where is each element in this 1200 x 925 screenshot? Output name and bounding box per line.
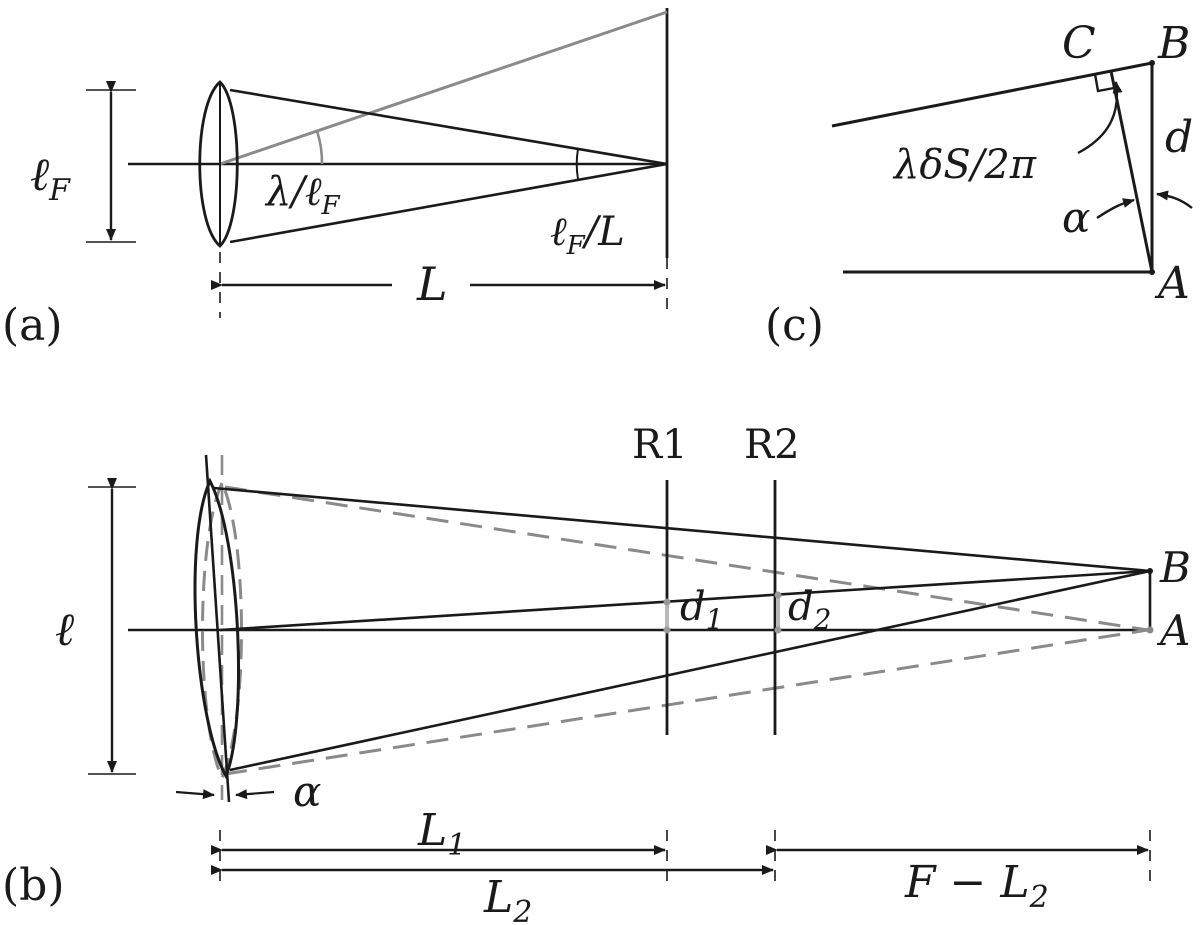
panel-c-point-c-label: C [1062, 18, 1096, 69]
panel-b-untilted-lower-ray [224, 628, 1149, 776]
panel-c: C B A d λδS/2π α (c) [765, 18, 1193, 351]
panel-c-side-arrow [1156, 190, 1193, 209]
panel-a-diffraction-ray [219, 10, 668, 166]
panel-b-l1-label: L1 [417, 805, 466, 863]
panel-c-angle-label: α [1062, 193, 1090, 242]
panel-b-d1-marker [663, 598, 671, 634]
panel-a-distance-dimension [211, 252, 668, 318]
panel-a-lens [198, 80, 239, 248]
panel-a-diffraction-angle-label: λ/ℓF [264, 169, 341, 221]
panel-c-path-label: λδS/2π [892, 142, 1037, 188]
panel-b-tilt-label: α [293, 767, 321, 816]
panel-b-lower-ray [229, 569, 1151, 772]
panel-b-point-b-dot [1147, 568, 1153, 574]
panel-b-chief-ray [219, 569, 1151, 632]
panel-b: ℓ R1 R2 [2, 422, 1191, 925]
panel-a-diffraction-angle-arc [315, 130, 324, 165]
panel-b-tilt-arrow-left [175, 789, 215, 800]
panel-b-remaining-label: F − L2 [904, 857, 1049, 915]
panel-a-lower-ray [229, 162, 668, 244]
panel-b-tilted-lens-axis [204, 454, 231, 803]
panel-c-point-b-dot [1149, 60, 1155, 66]
panel-a-focal-angle-label: ℓF/L [550, 209, 625, 261]
panel-c-point-b-label: B [1157, 18, 1190, 69]
panel-c-point-a-dot [1149, 269, 1155, 275]
panel-c-tag: (c) [765, 300, 824, 351]
panel-b-upper-ray [213, 486, 1151, 573]
panel-b-tilt-arrow-right [235, 789, 275, 800]
panel-a-aperture-label: ℓF [30, 147, 71, 208]
panel-b-untilted-lens [201, 479, 243, 782]
panel-b-d2-label: d2 [788, 584, 831, 636]
panel-a-distance-label: L [416, 257, 448, 311]
panel-b-point-a-dot [1146, 626, 1154, 634]
panel-a-focal-angle-arc [575, 148, 579, 180]
panel-b-d2-marker [774, 591, 782, 634]
panel-b-point-a-label: A [1156, 606, 1190, 655]
panel-b-l2-label: L2 [483, 872, 532, 925]
panel-b-aperture-dimension [88, 478, 136, 775]
panel-a-tag: (a) [2, 300, 63, 351]
panel-b-tag: (b) [2, 860, 65, 911]
panel-c-separation-label: d [1165, 112, 1193, 163]
panel-c-point-a-label: A [1154, 258, 1190, 309]
panel-a-aperture-dimension [86, 81, 136, 243]
panel-c-right-angle-mark [1093, 73, 1115, 93]
panel-a-upper-ray [229, 88, 668, 166]
panel-b-plane-r1-label: R1 [632, 422, 688, 468]
panel-b-untilted-upper-ray [224, 485, 1149, 632]
panel-c-tilted-line [1109, 70, 1154, 273]
panel-a: ℓF λ/ℓF ℓF/L L (a) [2, 8, 669, 351]
panel-b-plane-r2-label: R2 [744, 422, 800, 468]
panel-c-angle-arrow [1096, 198, 1135, 219]
panel-b-d1-label: d1 [680, 584, 723, 636]
panel-b-dimension-extensions [219, 830, 1151, 888]
panel-c-path-arrow [1077, 81, 1123, 155]
panel-b-aperture-label: ℓ [55, 602, 75, 656]
panel-c-upper-wavefront-line [831, 61, 1153, 128]
panel-b-point-b-label: B [1159, 543, 1191, 592]
